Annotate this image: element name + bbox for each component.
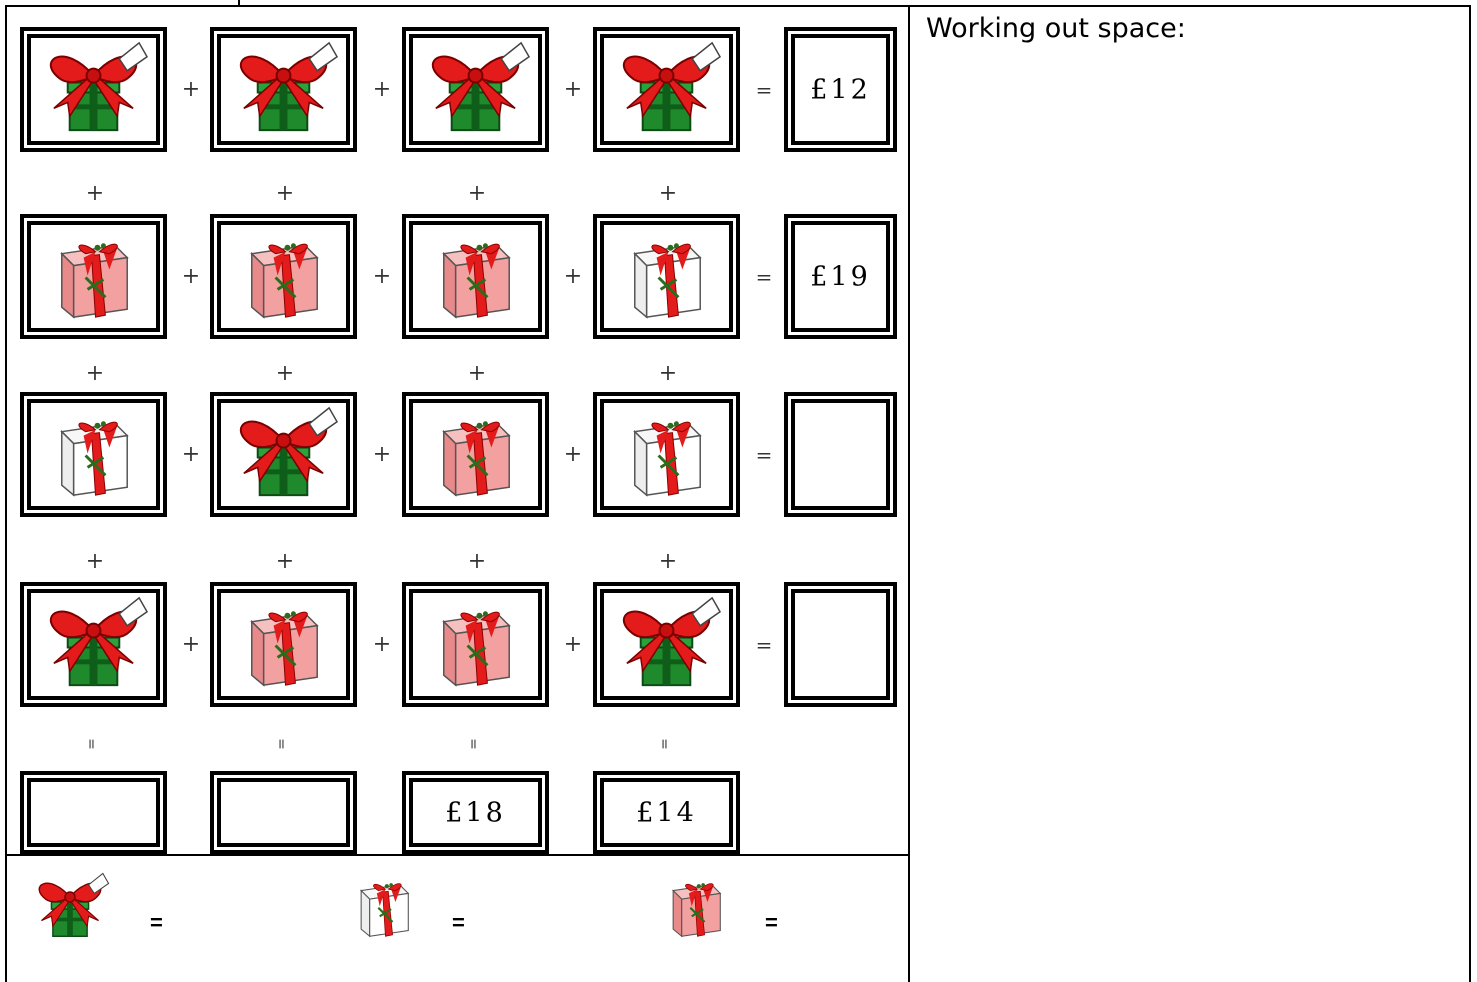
equals-sign: = — [749, 634, 779, 656]
gift-cell — [210, 214, 357, 339]
key-gift — [20, 862, 120, 952]
gift-cell — [402, 214, 549, 339]
plus-sign-vertical: + — [653, 551, 683, 573]
plus-sign-vertical: + — [462, 551, 492, 573]
plus-sign-vertical: + — [80, 363, 110, 385]
column-equals-sign: = — [270, 734, 292, 754]
plus-sign: + — [367, 634, 397, 656]
row-total-box[interactable] — [784, 392, 897, 517]
column-total-box[interactable]: £14 — [593, 771, 740, 854]
plus-sign: + — [367, 266, 397, 288]
green-gift-icon — [24, 586, 163, 703]
gift-cell — [20, 392, 167, 517]
gift-cell — [593, 392, 740, 517]
plus-sign-vertical: + — [462, 363, 492, 385]
column-equals-sign: = — [653, 734, 675, 754]
equals-sign: = — [749, 266, 779, 288]
plus-sign-vertical: + — [653, 183, 683, 205]
plus-sign-vertical: + — [653, 363, 683, 385]
key-gift — [334, 862, 434, 952]
key-equals-sign: = — [150, 910, 163, 936]
equals-sign: = — [749, 444, 779, 466]
gift-cell — [402, 27, 549, 152]
column-total-box[interactable] — [20, 771, 167, 854]
gift-cell — [20, 582, 167, 707]
plus-sign: + — [367, 79, 397, 101]
plus-sign: + — [367, 444, 397, 466]
column-total-value: £14 — [597, 797, 736, 828]
plus-sign: + — [176, 79, 206, 101]
gift-cell — [210, 392, 357, 517]
column-total-box[interactable]: £18 — [402, 771, 549, 854]
row-total-box[interactable] — [784, 582, 897, 707]
gift-cell — [20, 27, 167, 152]
plus-sign: + — [176, 266, 206, 288]
gift-cell — [593, 214, 740, 339]
table-right-border — [1469, 5, 1471, 982]
key-equals-sign: = — [452, 910, 465, 936]
plus-sign: + — [558, 266, 588, 288]
key-gift — [646, 862, 746, 952]
gift-cell — [20, 214, 167, 339]
plus-sign: + — [558, 79, 588, 101]
plus-sign: + — [176, 634, 206, 656]
header-tick — [238, 0, 240, 6]
white-gift-icon — [334, 862, 434, 952]
plus-sign-vertical: + — [462, 183, 492, 205]
table-left-border — [5, 5, 7, 982]
green-gift-icon — [214, 31, 353, 148]
gift-cell — [402, 582, 549, 707]
column-divider — [908, 5, 910, 982]
pink-gift-icon — [214, 586, 353, 703]
working-out-title: Working out space: — [926, 13, 1186, 44]
green-gift-icon — [406, 31, 545, 148]
row-total-box[interactable]: £19 — [784, 214, 897, 339]
white-gift-icon — [597, 218, 736, 335]
pink-gift-icon — [214, 218, 353, 335]
column-equals-sign: = — [462, 734, 484, 754]
column-equals-sign: = — [80, 734, 102, 754]
key-answer-space[interactable] — [480, 880, 590, 960]
row-total-box[interactable]: £12 — [784, 27, 897, 152]
plus-sign: + — [176, 444, 206, 466]
table-top-border — [6, 5, 1471, 7]
gift-cell — [210, 582, 357, 707]
pink-gift-icon — [406, 396, 545, 513]
plus-sign-vertical: + — [270, 363, 300, 385]
pink-gift-icon — [646, 862, 746, 952]
green-gift-icon — [597, 31, 736, 148]
gift-cell — [210, 27, 357, 152]
green-gift-icon — [20, 862, 120, 952]
gift-cell — [593, 582, 740, 707]
row-total-value: £12 — [788, 74, 893, 105]
plus-sign: + — [558, 444, 588, 466]
white-gift-icon — [24, 396, 163, 513]
plus-sign-vertical: + — [270, 551, 300, 573]
plus-sign-vertical: + — [80, 183, 110, 205]
plus-sign: + — [558, 634, 588, 656]
green-gift-icon — [24, 31, 163, 148]
pink-gift-icon — [406, 586, 545, 703]
key-answer-space[interactable] — [178, 880, 288, 960]
key-divider — [6, 854, 909, 856]
column-total-value: £18 — [406, 797, 545, 828]
white-gift-icon — [597, 396, 736, 513]
plus-sign-vertical: + — [80, 551, 110, 573]
green-gift-icon — [214, 396, 353, 513]
plus-sign-vertical: + — [270, 183, 300, 205]
pink-gift-icon — [24, 218, 163, 335]
pink-gift-icon — [406, 218, 545, 335]
gift-cell — [402, 392, 549, 517]
green-gift-icon — [597, 586, 736, 703]
equals-sign: = — [749, 79, 779, 101]
column-total-box[interactable] — [210, 771, 357, 854]
row-total-value: £19 — [788, 261, 893, 292]
key-answer-space[interactable] — [793, 880, 903, 960]
gift-cell — [593, 27, 740, 152]
key-equals-sign: = — [765, 910, 778, 936]
